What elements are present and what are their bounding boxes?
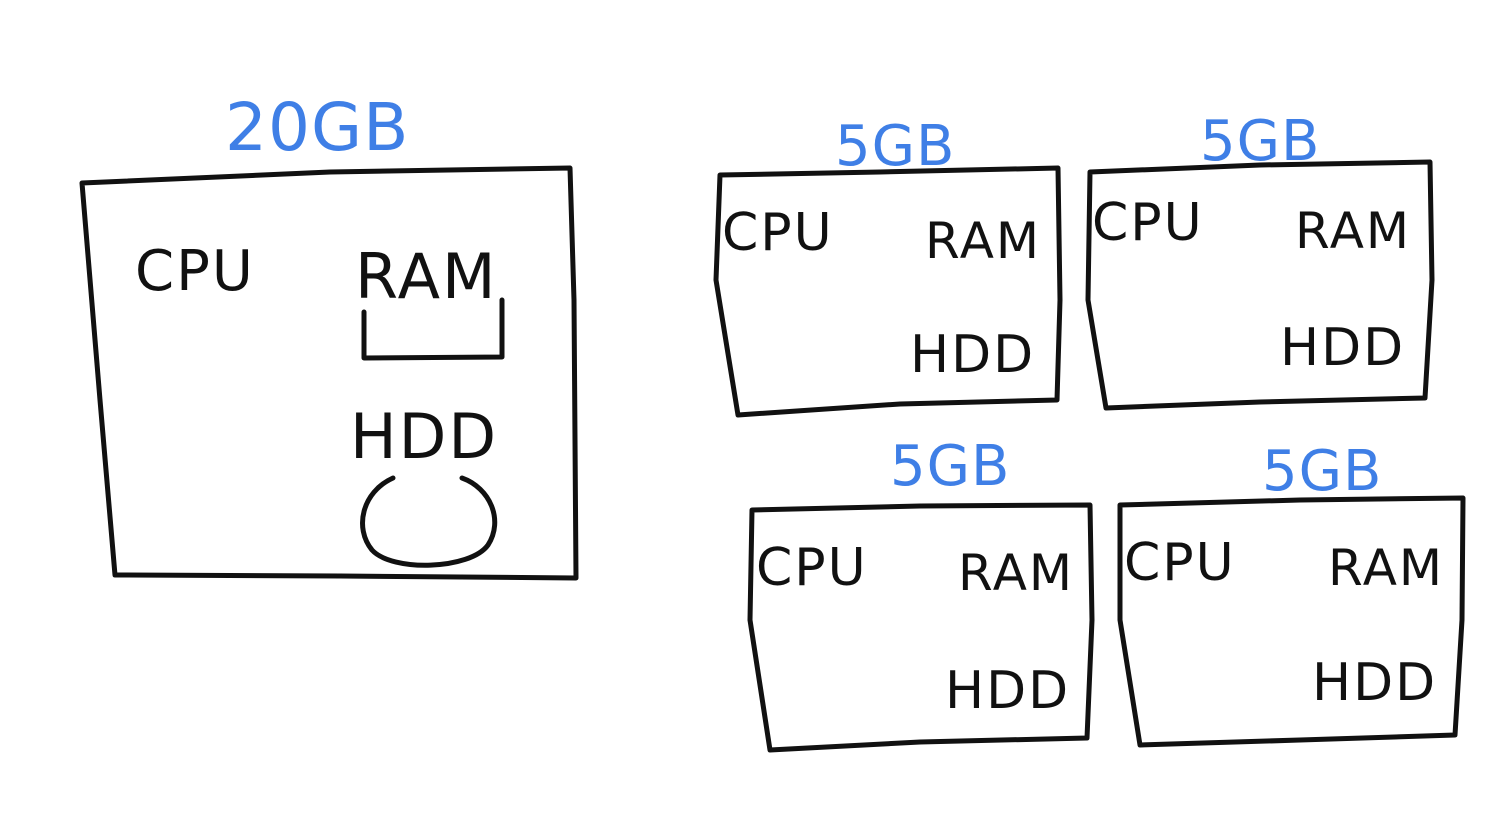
split-server-cpu-label: CPU [1092, 193, 1204, 253]
split-server-box [1117, 495, 1466, 748]
split-server-capacity: 5GB [890, 434, 1010, 499]
split-server-ram-label: RAM [1328, 539, 1444, 597]
split-server-1: 5GB CPU RAM HDD [713, 114, 1063, 418]
single-server-capacity: 20GB [225, 89, 409, 166]
ram-slot-shape [361, 297, 505, 361]
split-server-4: 5GB CPU RAM HDD [1117, 439, 1466, 748]
split-server-capacity: 5GB [835, 114, 955, 179]
split-server-2: 5GB CPU RAM HDD [1085, 109, 1435, 411]
split-server-box [747, 502, 1095, 753]
split-server-hdd-label: HDD [1312, 653, 1437, 713]
single-server-cpu-label: CPU [135, 239, 255, 304]
split-server-ram-label: RAM [925, 212, 1041, 270]
split-server-cpu-label: CPU [1124, 533, 1236, 593]
split-server-hdd-label: HDD [1280, 318, 1405, 378]
single-server: 20GB CPU RAM HDD [79, 89, 579, 581]
split-server-hdd-label: HDD [945, 661, 1070, 721]
split-server-capacity: 5GB [1262, 439, 1382, 504]
single-server-hdd-label: HDD [350, 400, 498, 473]
split-server-3: 5GB CPU RAM HDD [747, 434, 1095, 753]
split-server-ram-label: RAM [958, 544, 1074, 602]
disk-platter-shape [360, 475, 498, 568]
split-server-ram-label: RAM [1295, 202, 1411, 260]
single-server-ram-label: RAM [355, 240, 497, 313]
split-server-box [1085, 159, 1435, 411]
split-server-cpu-label: CPU [756, 538, 868, 598]
split-server-cpu-label: CPU [722, 203, 834, 263]
single-server-box [79, 165, 579, 581]
split-server-hdd-label: HDD [910, 325, 1035, 385]
split-server-box [713, 165, 1063, 418]
